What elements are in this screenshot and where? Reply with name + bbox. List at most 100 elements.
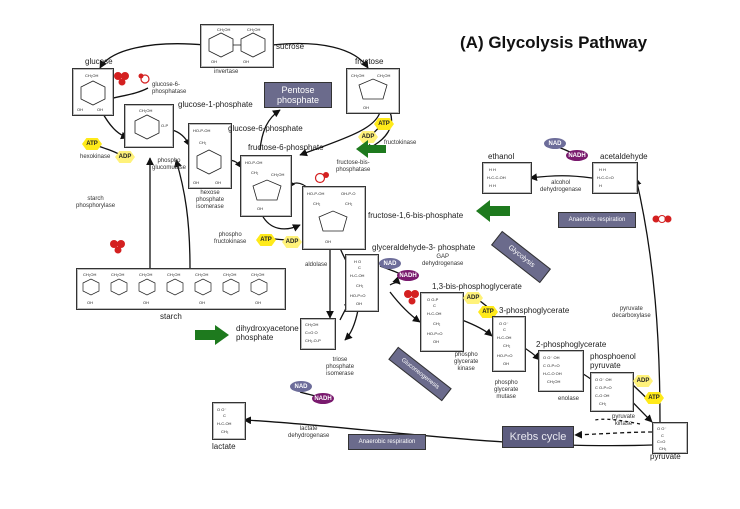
svg-text:C: C [433,303,436,308]
phosphofructokinase-label: phospho fructokinase [214,232,247,245]
invertase-label: invertase [214,69,239,75]
svg-text:CH₂: CH₂ [313,201,321,206]
triose-phosphate-isomerase-label: triose phosphate isomerase [326,357,355,377]
adp-hexokinase-icon: ADP [115,151,135,163]
lactate-dehydrogenase-label: lactate dehydrogenase [288,426,330,439]
svg-text:CH₂: CH₂ [345,201,353,206]
svg-text:H-C-OH: H-C-OH [217,421,232,426]
fructose-6-phosphate-label: fructose-6-phosphate [248,143,324,152]
svg-text:CH₂OH: CH₂OH [247,27,260,32]
svg-text:CH₂: CH₂ [356,283,364,288]
aldolase-label: aldolase [305,262,328,268]
phosphoglycerate-mutase-label: phospho glycerate mutase [494,380,519,400]
svg-text:CH₂OH: CH₂OH [547,379,560,384]
glucose-6-phosphatase-label: glucose-6- phosphatase [152,82,187,95]
glucose-6-phosphate-label: glucose-6-phosphate [228,124,303,133]
atp-fructokinase-icon: ATP [374,118,394,130]
svg-text:OH: OH [243,59,249,64]
svg-text:CH₂OH: CH₂OH [85,73,98,78]
phosphate-gap-icon [404,290,419,305]
anaerobic-respiration-bottom-box: Anaerobic respiration [348,434,426,450]
2-phosphoglycerate-structure: O O⁻ OH C O-P=O H-C-O OH CH₂OH [538,350,584,392]
svg-text:H-C-O OH: H-C-O OH [543,371,562,376]
svg-text:CH₂: CH₂ [599,401,607,406]
svg-text:H O: H O [354,259,361,264]
svg-text:CH₂OH: CH₂OH [139,272,152,277]
svg-text:C: C [223,413,226,418]
water-molecule-icon [138,73,150,84]
svg-text:OH: OH [325,239,331,244]
svg-text:OH: OH [503,361,509,366]
svg-text:H H: H H [489,183,496,188]
svg-text:OH: OH [433,339,439,344]
svg-text:O O⁻: O O⁻ [217,407,226,412]
svg-text:H-C-OH: H-C-OH [497,335,512,340]
svg-text:C: C [661,433,664,438]
ethanol-label: ethanol [488,152,515,161]
svg-text:CH₂OH: CH₂OH [195,272,208,277]
enolase-label: enolase [558,396,580,402]
svg-text:OH: OH [87,300,93,305]
svg-text:CH₂: CH₂ [503,343,511,348]
green-arrow-left-1-icon [356,140,386,158]
svg-text:C-O OH: C-O OH [595,393,610,398]
pyruvate-decarboxylase-label: pyruvate decarboxylase [612,306,651,319]
svg-text:O O-P: O O-P [427,297,439,302]
phosphate-release-icon [314,172,329,184]
fructokinase-label: fructokinase [384,140,417,146]
nadh-adh-icon: NADH [566,150,588,161]
starch-label: starch [160,312,182,321]
svg-text:H-C-OH: H-C-OH [350,273,365,278]
svg-text:CH₂OH: CH₂OH [167,272,180,277]
svg-text:H H: H H [489,167,496,172]
svg-text:CH₂OH: CH₂OH [251,272,264,277]
fructose-label: fructose [355,57,384,66]
svg-text:OH: OH [356,301,362,306]
svg-text:O O⁻: O O⁻ [499,321,508,326]
starch-phosphorylase-label: starch phosphorylase [76,196,116,209]
svg-text:H-C-C=O: H-C-C=O [597,175,614,180]
nadh-ldh-icon: NADH [312,393,334,404]
svg-text:C O-P=O: C O-P=O [543,363,560,368]
acetaldehyde-label: acetaldehyde [600,152,648,161]
hexokinase-label: hexokinase [80,154,111,160]
atp-hexokinase-icon: ATP [82,138,102,150]
co2-molecule-icon [652,215,672,223]
svg-text:CH₂OH: CH₂OH [83,272,96,277]
svg-text:OH: OH [255,300,261,305]
green-arrow-right-icon [195,325,229,345]
svg-text:C: C [358,265,361,270]
svg-text:HO-P-OH: HO-P-OH [193,128,210,133]
krebs-cycle-box: Krebs cycle [502,426,574,448]
phosphoenol-pyruvate-label: phosphoenol pyruvate [590,352,636,370]
svg-text:C: C [503,327,506,332]
svg-text:O O⁻ OH: O O⁻ OH [543,355,560,360]
atp-pgk-icon: ATP [478,306,498,318]
svg-text:C=O O: C=O O [305,330,318,335]
svg-text:HO-P=O: HO-P=O [350,293,365,298]
svg-text:OH: OH [199,300,205,305]
pyruvate-kinase-label: pyruvate kinase [612,414,636,427]
pyruvate-label: pyruvate [650,452,681,461]
atp-pfk-icon: ATP [256,234,276,246]
svg-text:H-C-C-OH: H-C-C-OH [487,175,506,180]
phosphoglycerate-kinase-label: phospho glycerate kinase [454,352,479,372]
adp-pk-icon: ADP [633,375,653,387]
fructose-16-bisphosphate-label: fructose-1,6-bis-phosphate [368,211,464,220]
svg-text:OH: OH [215,180,221,185]
svg-text:CH₂OH: CH₂OH [271,172,284,177]
fructose-bisphosphatase-label: fructose-bis- phosphatase [336,160,371,173]
svg-text:HO-P-OH: HO-P-OH [307,191,324,196]
